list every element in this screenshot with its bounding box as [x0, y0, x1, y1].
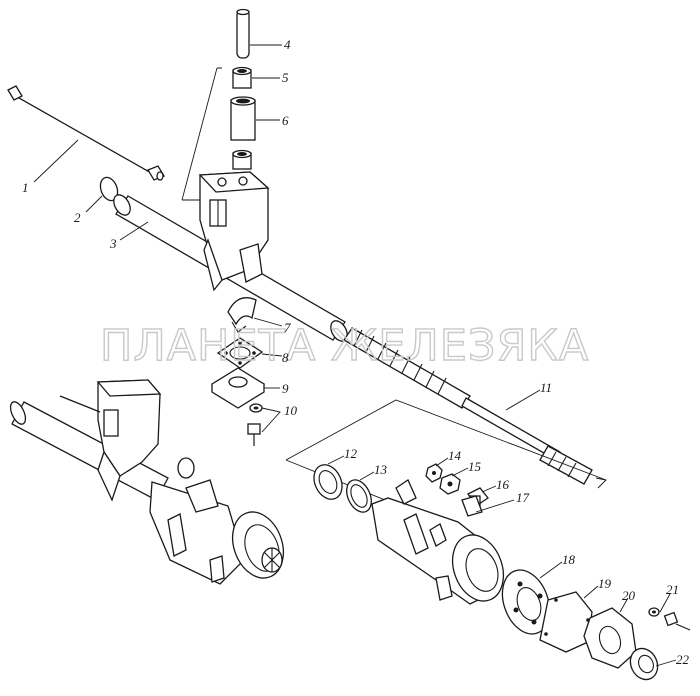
- part-21-bolt-and-washer: [648, 607, 691, 631]
- assembled-unit-left: [9, 379, 285, 585]
- part-18-disc: [501, 569, 551, 635]
- part-14-nut: [425, 463, 443, 483]
- label-12: 12: [344, 446, 358, 461]
- label-10: 10: [284, 403, 298, 418]
- part-19-gasket: [539, 591, 593, 653]
- label-6: 6: [282, 113, 289, 128]
- label-3: 3: [109, 236, 117, 251]
- part-6-sleeve: [230, 96, 256, 141]
- part-2-ring: [99, 176, 119, 202]
- label-11: 11: [540, 380, 552, 395]
- watermark: ПЛАНЕТА ЖЕЛЕЗЯКА: [100, 321, 589, 371]
- label-14: 14: [448, 448, 462, 463]
- label-20: 20: [622, 588, 636, 603]
- part-3-housing-tube: [113, 171, 348, 342]
- label-17: 17: [516, 490, 530, 505]
- assembly-bracket-5-6: [181, 67, 222, 201]
- part-1-shaft: [7, 85, 165, 181]
- label-13: 13: [374, 462, 388, 477]
- label-8: 8: [282, 350, 289, 365]
- part-number-labels: 1 2 3 4 5 6 7 8 9 10 11 12 13 14 15 16 1…: [22, 37, 690, 667]
- part-6-lower-bushing: [232, 149, 252, 170]
- label-15: 15: [468, 459, 482, 474]
- part-10-bolt-and-washer: [247, 403, 263, 446]
- label-19: 19: [598, 576, 612, 591]
- label-22: 22: [676, 652, 690, 667]
- part-5-bushing: [232, 66, 252, 89]
- part-20-cover: [583, 607, 637, 669]
- label-18: 18: [562, 552, 576, 567]
- part-15-nut: [439, 473, 461, 495]
- label-16: 16: [496, 477, 510, 492]
- callout-lines: [33, 44, 677, 667]
- part-9-cover-plate: [210, 367, 266, 409]
- label-5: 5: [282, 70, 289, 85]
- part-7-bearing-half: [227, 297, 257, 333]
- part-22-seal: [629, 647, 659, 681]
- label-1: 1: [22, 180, 29, 195]
- part-4-pin: [236, 8, 250, 59]
- part-17-gear-housing: [371, 479, 505, 605]
- part-13-ring: [346, 479, 372, 513]
- part-8-gasket: [216, 337, 264, 369]
- part-12-seal-ring: [313, 464, 343, 500]
- label-7: 7: [284, 320, 291, 335]
- label-9: 9: [282, 381, 289, 396]
- label-21: 21: [666, 582, 679, 597]
- label-4: 4: [284, 37, 291, 52]
- label-2: 2: [74, 210, 81, 225]
